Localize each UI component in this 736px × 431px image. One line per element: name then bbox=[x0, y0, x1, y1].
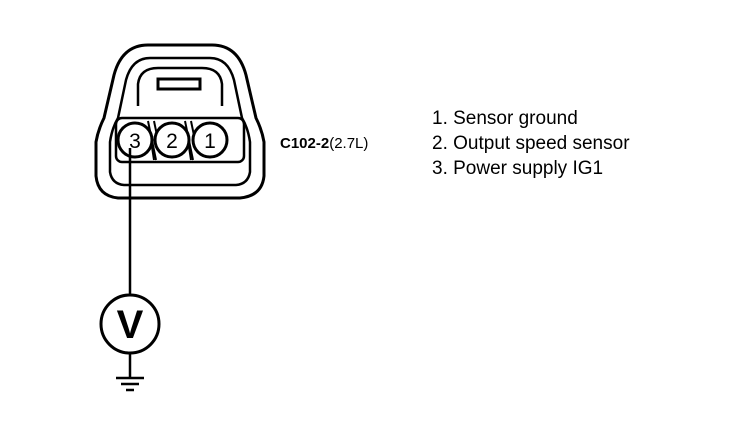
connector-id: C102-2 bbox=[280, 135, 329, 152]
ground-icon bbox=[116, 376, 144, 392]
voltmeter-icon: V bbox=[99, 293, 161, 355]
connector-lock-tab bbox=[136, 66, 224, 106]
connector-label: C102-2(2.7L) bbox=[280, 135, 368, 152]
pin-1 bbox=[191, 121, 229, 159]
pin-2 bbox=[153, 121, 191, 159]
pin-2-label: 2 bbox=[166, 130, 178, 153]
connector-housing bbox=[94, 43, 266, 200]
pin-cavity-frame bbox=[114, 116, 246, 164]
legend-item-1: 1. Sensor ground bbox=[432, 108, 578, 129]
lock-slot bbox=[156, 77, 202, 91]
pin-legend: 1. Sensor ground 2. Output speed sensor … bbox=[432, 108, 630, 179]
legend-item-2: 2. Output speed sensor bbox=[432, 133, 630, 154]
voltmeter-symbol: V bbox=[117, 303, 144, 347]
pin-3-label: 3 bbox=[129, 130, 141, 153]
pin-3 bbox=[116, 121, 154, 159]
legend-item-3: 3. Power supply IG1 bbox=[432, 158, 603, 179]
connector-variant: (2.7L) bbox=[329, 135, 368, 152]
connector: 3 2 1 bbox=[94, 43, 266, 200]
pin-1-label: 1 bbox=[204, 130, 216, 153]
